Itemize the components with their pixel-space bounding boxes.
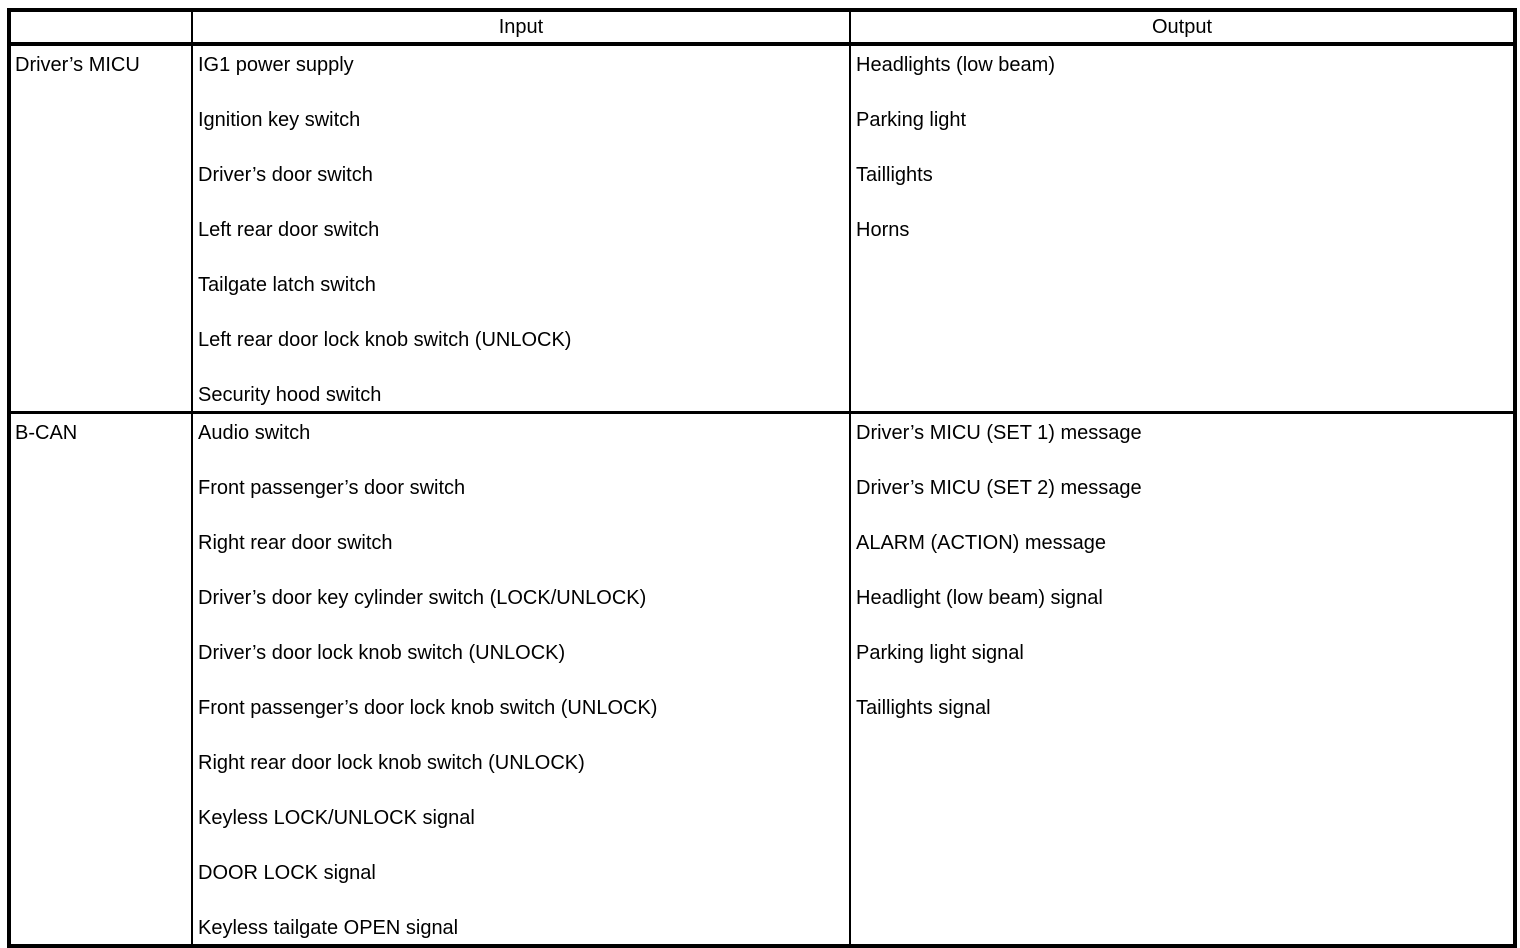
source-cell: B-CAN: [8, 411, 193, 947]
input-item: Audio switch: [198, 422, 311, 444]
input-item: Tailgate latch switch: [198, 274, 376, 296]
output-list: Driver’s MICU (SET 1) message Driver’s M…: [852, 414, 1513, 724]
input-item: Driver’s door lock knob switch (UNLOCK): [198, 642, 566, 664]
input-cell: Audio switch Front passenger’s door swit…: [191, 411, 851, 947]
input-item: Right rear door lock knob switch (UNLOCK…: [198, 752, 585, 774]
source-label: Driver’s MICU: [15, 54, 140, 76]
output-item: ALARM (ACTION) message: [856, 532, 1107, 554]
header-row: Input Output: [8, 9, 1516, 46]
input-item: DOOR LOCK signal: [198, 862, 376, 884]
input-cell: IG1 power supply Ignition key switch Dri…: [191, 43, 851, 414]
input-item: Security hood switch: [198, 384, 382, 406]
header-cell-output: Output: [849, 9, 1516, 46]
input-item: Front passenger’s door switch: [198, 477, 466, 499]
input-item: Ignition key switch: [198, 109, 361, 131]
table-row-drivers-micu: Driver’s MICU IG1 power supply Ignition …: [8, 43, 1516, 414]
output-item: Taillights signal: [856, 697, 991, 719]
io-signal-table: Input Output Driver’s MICU IG1 power sup…: [7, 8, 1517, 948]
output-item: Parking light: [856, 109, 967, 131]
source-label: B-CAN: [15, 422, 78, 444]
input-item: Front passenger’s door lock knob switch …: [198, 697, 658, 719]
table-row-b-can: B-CAN Audio switch Front passenger’s doo…: [8, 411, 1516, 947]
output-item: Headlights (low beam): [856, 54, 1055, 76]
input-item: Right rear door switch: [198, 532, 393, 554]
output-list: Headlights (low beam) Parking light Tail…: [852, 46, 1513, 246]
output-cell: Headlights (low beam) Parking light Tail…: [849, 43, 1516, 414]
output-item: Driver’s MICU (SET 2) message: [856, 477, 1142, 499]
output-item: Horns: [856, 219, 910, 241]
source-cell: Driver’s MICU: [8, 43, 193, 414]
output-item: Parking light signal: [856, 642, 1024, 664]
input-item: IG1 power supply: [198, 54, 354, 76]
output-item: Driver’s MICU (SET 1) message: [856, 422, 1142, 444]
header-cell-source: [8, 9, 193, 46]
input-item: Left rear door lock knob switch (UNLOCK): [198, 329, 572, 351]
input-item: Driver’s door key cylinder switch (LOCK/…: [198, 587, 647, 609]
output-cell: Driver’s MICU (SET 1) message Driver’s M…: [849, 411, 1516, 947]
header-cell-input: Input: [191, 9, 851, 46]
input-item: Keyless tailgate OPEN signal: [198, 917, 459, 939]
input-item: Keyless LOCK/UNLOCK signal: [198, 807, 475, 829]
input-list: Audio switch Front passenger’s door swit…: [194, 414, 848, 944]
input-item: Driver’s door switch: [198, 164, 373, 186]
output-item: Taillights: [856, 164, 933, 186]
input-item: Left rear door switch: [198, 219, 380, 241]
input-list: IG1 power supply Ignition key switch Dri…: [194, 46, 848, 410]
output-item: Headlight (low beam) signal: [856, 587, 1103, 609]
